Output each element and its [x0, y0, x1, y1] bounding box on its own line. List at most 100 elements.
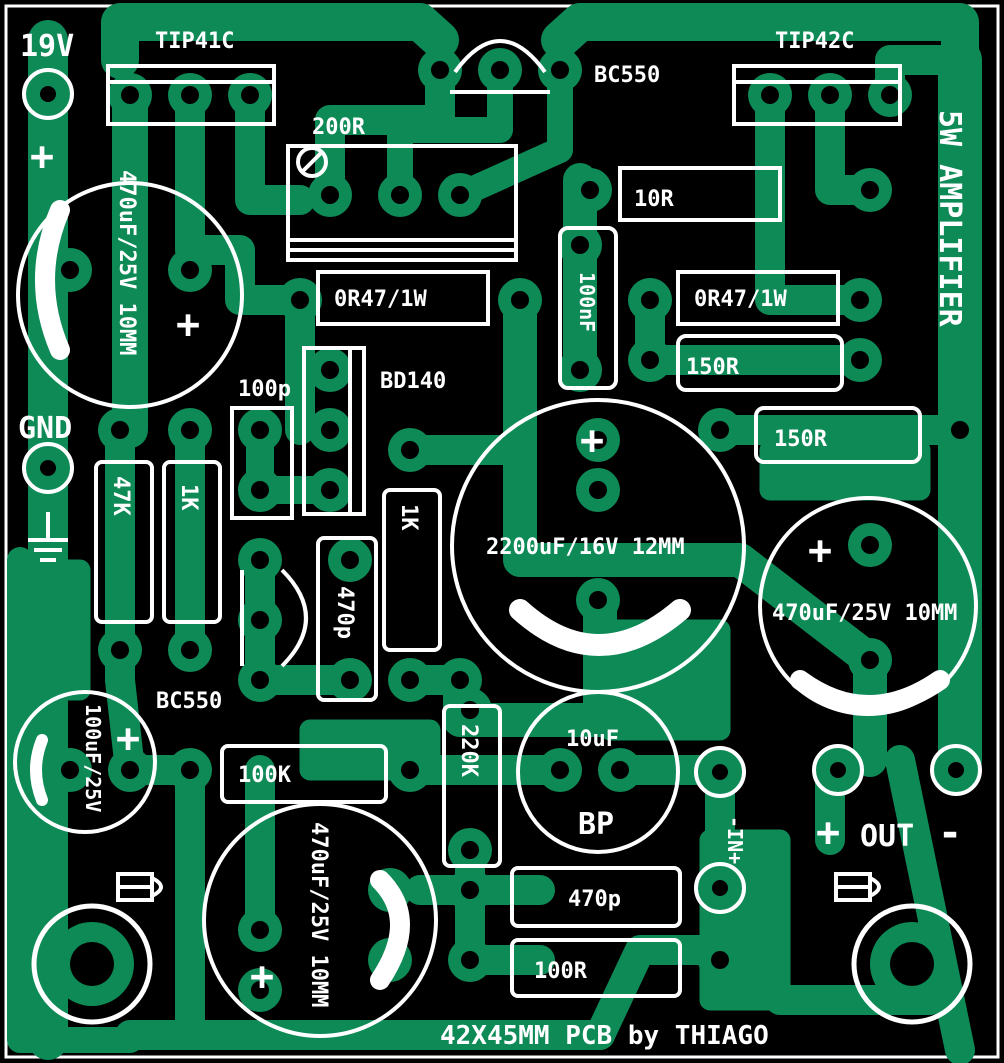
tip41-outline [106, 64, 276, 126]
solder-pad [498, 278, 542, 322]
label-cap-bottom-plus: + [250, 954, 274, 1000]
board-footer: 42X45MM PCB by THIAGO [440, 1021, 769, 1051]
solder-pad [98, 408, 142, 452]
label-cap-big-plus: + [580, 418, 604, 464]
solder-pad [418, 48, 462, 92]
label-cap-right-plus: + [808, 528, 832, 574]
solder-pad [278, 278, 322, 322]
cap-100u-outline [13, 690, 157, 834]
label-470p-h: 470p [568, 887, 621, 912]
r047a-outline [316, 270, 490, 326]
screw-icon-left [116, 872, 163, 902]
label-10r: 10R [634, 187, 674, 212]
label-10uf: 10uF [566, 727, 619, 752]
solder-pad [168, 248, 212, 292]
label-cap-tl: 470uF/25V 10MM [114, 170, 139, 355]
r047b-outline [676, 270, 840, 326]
solder-pad [848, 523, 892, 567]
solder-pad [938, 408, 982, 452]
label-1k-a: 1K [176, 484, 201, 511]
c100p-outline [230, 406, 294, 520]
c470p-h-outline [510, 866, 682, 928]
solder-pad [558, 348, 602, 392]
label-100r: 100R [534, 959, 588, 984]
label-tip42c: TIP42C [775, 29, 854, 54]
label-out-plus: + [816, 810, 840, 856]
r150b-outline [754, 406, 922, 464]
solder-pad [98, 628, 142, 672]
solder-pad [848, 638, 892, 682]
c100n-outline [558, 226, 618, 390]
solder-pad [238, 598, 282, 642]
label-100p: 100p [238, 377, 291, 402]
solder-pad [558, 223, 602, 267]
solder-pad [308, 468, 352, 512]
cap-bottom-outline [202, 802, 438, 1038]
solder-pad [328, 658, 372, 702]
label-0r47-a: 0R47/1W [334, 287, 427, 312]
label-cap-tl-plus: + [176, 302, 200, 348]
label-470p-v: 470p [332, 586, 357, 639]
solder-pad [238, 408, 282, 452]
solder-pad [238, 908, 282, 952]
solder-pad [108, 748, 152, 792]
connector-pads [22, 68, 982, 914]
solder-pad [238, 538, 282, 582]
solder-pad [378, 173, 422, 217]
solder-pad [238, 468, 282, 512]
c470p-v-outline [316, 536, 378, 702]
label-100k: 100K [238, 763, 292, 788]
solder-pad [168, 73, 212, 117]
label-0r47-b: 0R47/1W [694, 287, 787, 312]
solder-pad [478, 48, 522, 92]
solder-pad [576, 468, 620, 512]
solder-pad [838, 338, 882, 382]
label-bc550-top: BC550 [594, 63, 660, 88]
label-150r-b: 150R [774, 427, 828, 452]
label-220k: 220K [456, 724, 481, 778]
label-47k: 47K [108, 476, 133, 516]
ground-icon [28, 512, 68, 562]
label-bc550-left: BC550 [156, 689, 222, 714]
r100r-outline [510, 938, 682, 998]
solder-pad [388, 428, 432, 472]
label-1k-b: 1K [396, 504, 421, 531]
solder-pad [698, 938, 742, 982]
solder-pad [48, 248, 92, 292]
solder-pad [748, 73, 792, 117]
solder-pad [448, 868, 492, 912]
solder-pad [308, 348, 352, 392]
label-cap-100u: 100uF/25V [81, 704, 105, 812]
solder-pad [328, 538, 372, 582]
trimmer-outline [286, 144, 518, 252]
solder-pad [448, 828, 492, 872]
label-out-minus: - [938, 810, 962, 856]
screw-icon-right [834, 872, 881, 902]
bd140-outline [302, 346, 366, 516]
r150a-outline [676, 334, 844, 392]
solder-pad [388, 748, 432, 792]
r100k-outline [220, 744, 388, 804]
r47k-outline [94, 460, 154, 624]
bc550-top-outline [453, 39, 547, 74]
board-outline [4, 4, 1000, 1059]
solder-pad [108, 73, 152, 117]
solder-pad [228, 73, 272, 117]
solder-pad [308, 408, 352, 452]
solder-pad [538, 748, 582, 792]
label-out: OUT [860, 819, 914, 854]
mount-hole-right-ring [851, 903, 973, 1025]
label-tip41c: TIP41C [155, 29, 234, 54]
cap-tl-outline [16, 181, 244, 409]
r1k-b-outline [382, 488, 442, 652]
label-input: -IN+ [723, 816, 747, 864]
solder-pad [238, 658, 282, 702]
label-200r: 200R [312, 115, 366, 140]
solder-pad [438, 173, 482, 217]
label-150r-a: 150R [686, 355, 740, 380]
solder-pad [628, 338, 672, 382]
label-bp: BP [578, 807, 614, 842]
solder-pad [568, 168, 612, 212]
label-cap-big: 2200uF/16V 12MM [486, 535, 685, 560]
